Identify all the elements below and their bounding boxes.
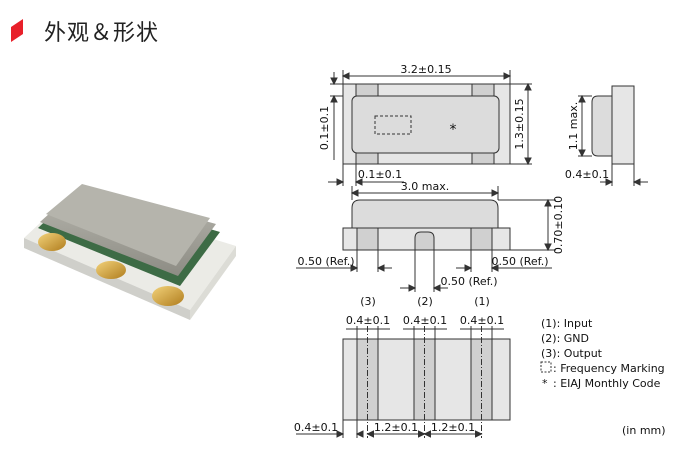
legend-eiaj: : EIAJ Monthly Code [553,377,661,390]
legend-output: (3): Output [541,347,603,360]
bottom-offset-label: 0.1±0.1 [358,168,402,181]
unit-label: (in mm) [622,424,666,437]
pin-label-2: (2) [417,295,433,308]
pin-label-1: (1) [474,295,490,308]
top-width-label: 3.2±0.15 [400,63,451,76]
pitch-label-1: 1.2±0.1 [374,421,418,434]
legend-input: (1): Input [541,317,593,330]
header-accent-icon [11,19,23,42]
bottom-view [342,338,511,421]
top-height-label: 1.3±0.15 [513,98,526,149]
page-title: 外观＆形状 [44,21,160,46]
front-length-label: 3.0 max. [401,180,449,193]
top-offset-label: 0.1±0.1 [318,106,331,150]
pin-label-3: (3) [360,295,376,308]
pitch-label-2: 1.2±0.1 [431,421,475,434]
ref-center-label: 0.50 (Ref.) [440,275,497,288]
legend-star: * [542,377,548,390]
pin-width-label-2: 0.4±0.1 [403,314,447,327]
legend-gnd: (2): GND [541,332,589,345]
component-photo [24,184,236,320]
marking-symbol: * [450,122,457,138]
pin-width-label-3: 0.4±0.1 [346,314,390,327]
top-view [342,83,511,165]
side-pad-label: 0.4±0.1 [565,168,609,181]
front-view [342,199,511,251]
side-height-label: 1.1 max. [567,102,580,150]
pin-width-label-1: 0.4±0.1 [460,314,504,327]
frequency-marking-icon [540,361,552,373]
legend-frequency: : Frequency Marking [553,362,665,375]
ref-left-label: 0.50 (Ref.) [297,255,354,268]
side-view [591,85,635,165]
front-height-label: 0.70±0.10 [552,196,565,254]
edge-label: 0.4±0.1 [294,421,338,434]
ref-right-label: 0.50 (Ref.) [491,255,548,268]
